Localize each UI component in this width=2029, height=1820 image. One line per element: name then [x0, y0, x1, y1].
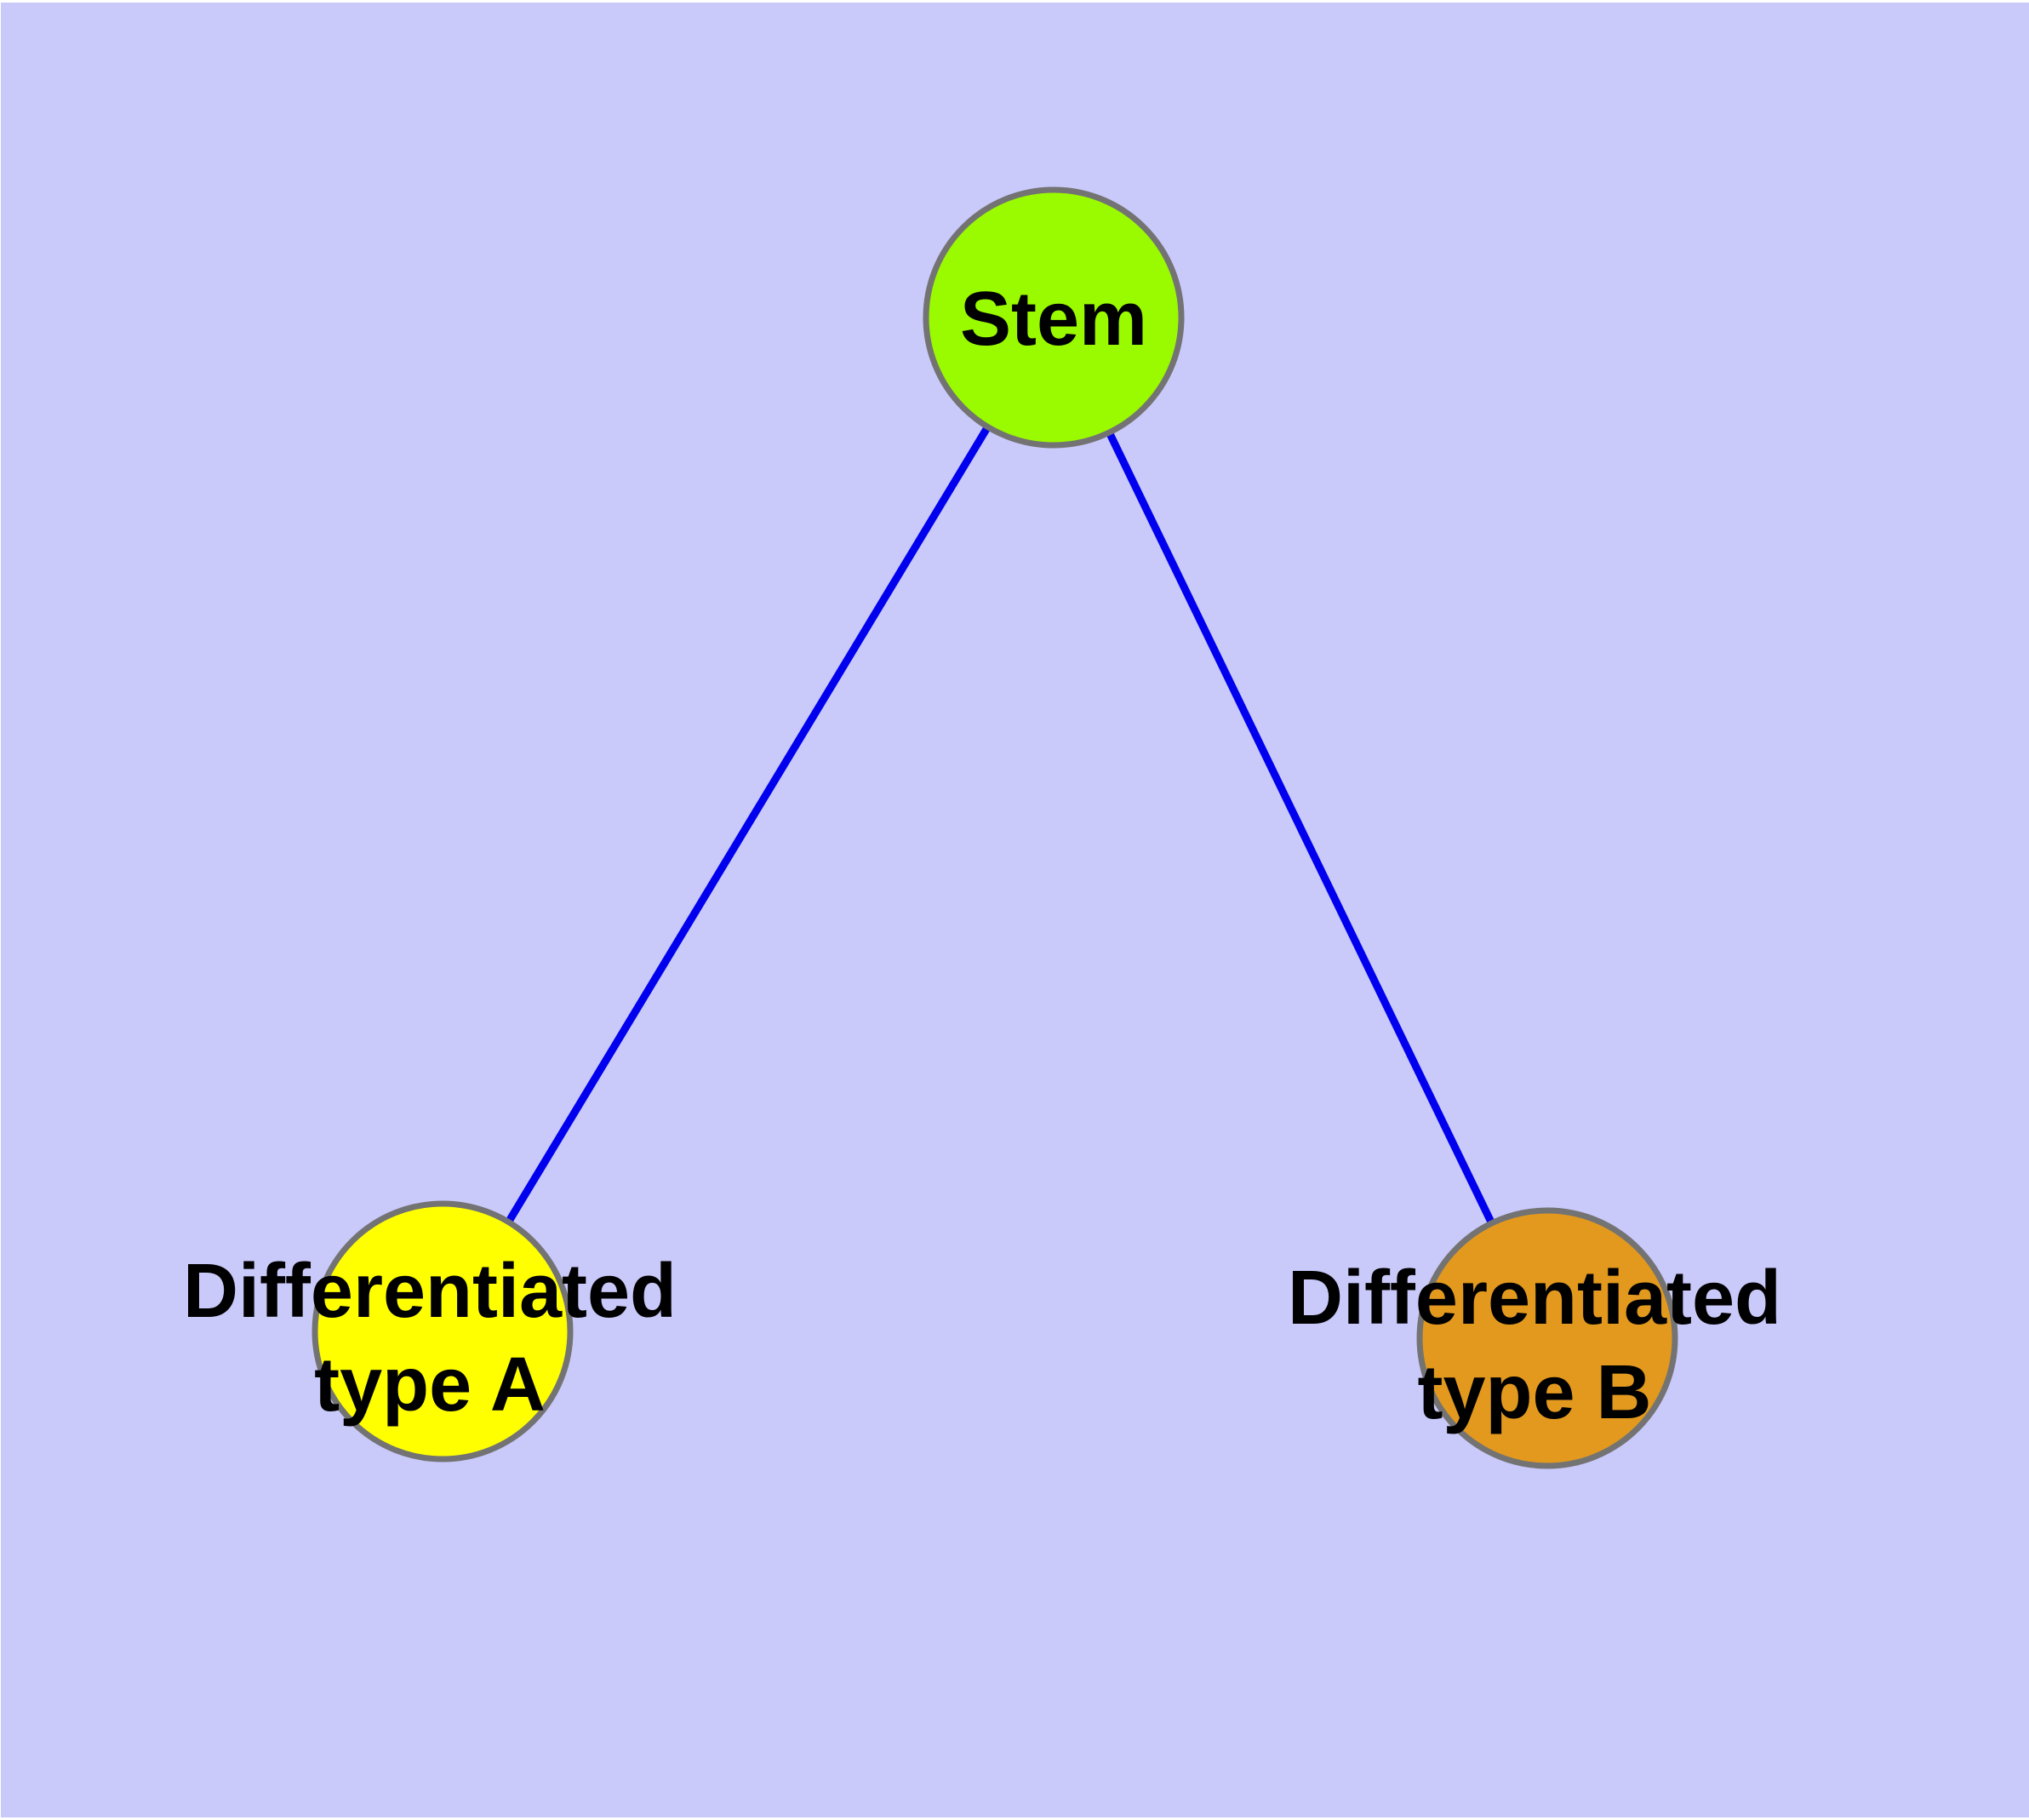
type-b-node-label-line1: Differentiated [1288, 1256, 1781, 1341]
type-a-node-label-line2: type A [314, 1342, 546, 1428]
type-a-node-label-line1: Differentiated [183, 1249, 677, 1334]
type-a-node [311, 1200, 574, 1462]
type-b-node [1416, 1207, 1678, 1469]
type-b-node-label-line2: type B [1417, 1350, 1651, 1435]
stem-node [923, 186, 1185, 449]
edge-stem-to-type-b [1049, 316, 1552, 1340]
stem-node-label: Stem [960, 277, 1147, 362]
edge-stem-to-type-a [439, 315, 1057, 1334]
